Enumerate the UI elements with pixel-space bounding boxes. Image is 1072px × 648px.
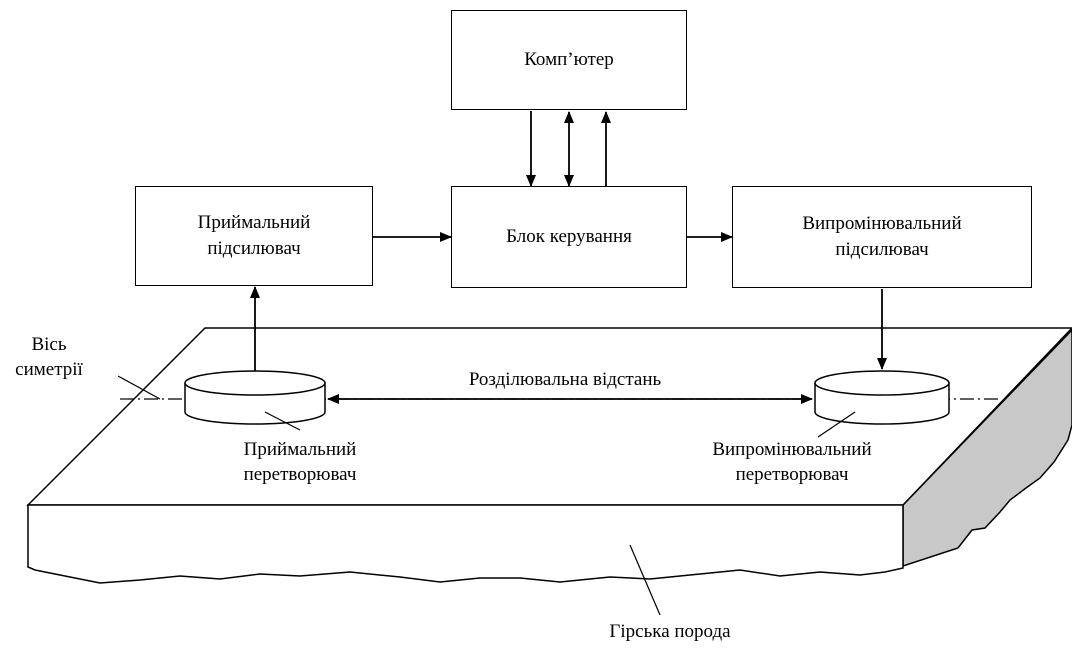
emitting-transducer-line1: Випромінювальний [712, 439, 872, 460]
receiving-transducer-line2: перетворювач [243, 464, 357, 485]
emitting-amplifier-block: Випромінювальний підсилювач [732, 186, 1032, 288]
rock-label: Гірська порода [580, 619, 760, 644]
emitting-transducer-label: Випромінювальний перетворювач [672, 437, 912, 487]
symmetry-axis-pointer [117, 375, 161, 400]
separation-text: Розділювальна відстань [468, 369, 662, 390]
emitting-transducer [814, 370, 950, 425]
receiving-amplifier-block: Приймальний підсилювач [135, 186, 373, 286]
emitting-amp-line2: підсилювач [835, 239, 929, 260]
receiving-transducer-line1: Приймальний [243, 439, 357, 460]
rock-pointer [629, 544, 661, 616]
control-unit-block: Блок керування [451, 186, 687, 288]
rock-text: Гірська порода [609, 621, 731, 642]
receiving-amp-line1: Приймальний [197, 212, 311, 233]
computer-label: Комп’ютер [524, 49, 614, 70]
axis-label-line2: симетрії [15, 359, 83, 380]
emitting-transducer-pointer [817, 411, 856, 438]
axis-label-line1: Вісь [31, 334, 67, 355]
emitting-transducer-line2: перетворювач [735, 464, 849, 485]
axis-label: Вісь симетрії [4, 332, 94, 382]
rock-slab-front [27, 504, 904, 584]
rock-slab-side [902, 328, 1072, 568]
control-unit-label: Блок керування [506, 226, 632, 247]
emitting-amp-line1: Випромінювальний [802, 213, 962, 234]
receiving-transducer-pointer [264, 411, 301, 431]
computer-block: Комп’ютер [451, 10, 687, 110]
separation-label: Розділювальна відстань [420, 367, 710, 392]
receiving-amp-line2: підсилювач [207, 238, 301, 259]
receiving-transducer-label: Приймальний перетворювач [200, 437, 400, 487]
receiving-transducer [184, 370, 326, 425]
